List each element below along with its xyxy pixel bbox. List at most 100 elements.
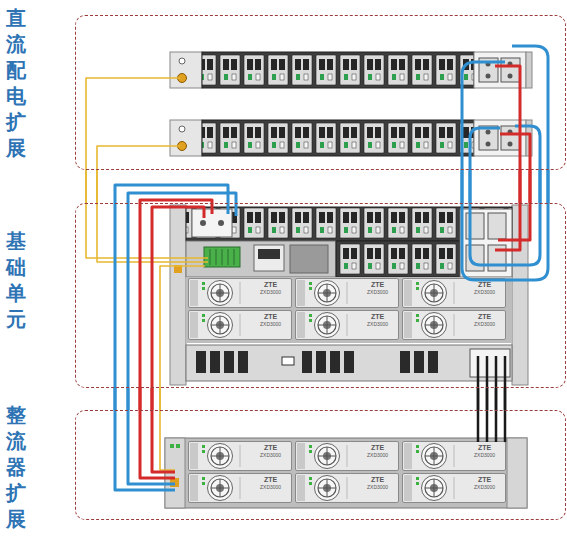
- power-cable: [139, 388, 142, 410]
- equipment-band: 直流配电扩展: [0, 15, 566, 170]
- power-cable: [159, 388, 161, 410]
- brand-label: ZTE: [478, 476, 491, 484]
- base-subrack: [302, 351, 312, 373]
- brand-label: ZTE: [478, 444, 491, 452]
- cables: [160, 266, 205, 470]
- model-label: ZXD3000: [260, 321, 281, 327]
- power-cable: [114, 388, 117, 410]
- rectifier-modules: [189, 474, 292, 503]
- brand-label: ZTE: [371, 444, 384, 452]
- rectifier-modules: [403, 279, 506, 308]
- brand-label: ZTE: [371, 281, 384, 289]
- base-subrack: [204, 247, 240, 267]
- power-cable: [85, 170, 87, 203]
- rectifier-subrack: [165, 438, 527, 508]
- cables: [462, 46, 548, 280]
- cables: [478, 356, 505, 442]
- base-subrack: [460, 209, 512, 277]
- brand-label: ZTE: [478, 281, 491, 289]
- dc-distribution-panel: [170, 52, 532, 88]
- rectifier-modules: [296, 442, 399, 471]
- power-cable: [539, 170, 542, 203]
- base-subrack: [344, 351, 354, 373]
- rectifier-modules: [189, 442, 292, 471]
- model-label: ZXD3000: [260, 484, 281, 490]
- equipment-band: 基础单元: [0, 203, 566, 388]
- power-cable: [486, 388, 489, 410]
- base-subrack: [186, 277, 512, 343]
- power-cable: [127, 388, 130, 410]
- base-subrack: [200, 220, 206, 226]
- band-heading: 直流配电扩展: [6, 5, 28, 161]
- base-subrack: [330, 351, 340, 373]
- power-cable: [469, 170, 472, 203]
- rectifier-modules: [189, 279, 506, 503]
- model-label: ZXD3000: [367, 452, 388, 458]
- base-subrack: [186, 241, 336, 277]
- power-cable: [529, 170, 532, 203]
- model-label: ZXD3000: [474, 289, 495, 295]
- base-subrack: [336, 241, 460, 277]
- power-cable: [495, 388, 498, 410]
- cables: [470, 126, 540, 265]
- base-subrack: [224, 351, 234, 373]
- cables: [495, 66, 520, 250]
- base-subrack: [238, 351, 248, 373]
- base-subrack: [254, 245, 284, 271]
- base-subrack: [316, 351, 326, 373]
- base-subrack: [488, 213, 506, 239]
- model-label: ZXD3000: [474, 452, 495, 458]
- brand-label: ZTE: [264, 444, 277, 452]
- model-label: ZXD3000: [260, 452, 281, 458]
- band-heading: 基础单元: [6, 228, 28, 332]
- rectifier-modules: [403, 311, 506, 340]
- brand-label: ZTE: [371, 476, 384, 484]
- base-subrack: [258, 249, 280, 259]
- cables: [86, 78, 208, 258]
- brand-label: ZTE: [478, 313, 491, 321]
- power-cable: [96, 170, 98, 203]
- model-label: ZXD3000: [260, 289, 281, 295]
- cables: [128, 193, 236, 484]
- base-subrack: [400, 351, 410, 373]
- cables: [498, 134, 530, 240]
- power-cable: [151, 388, 154, 410]
- base-subrack: [282, 357, 294, 365]
- base-subrack: [414, 351, 424, 373]
- model-label: ZXD3000: [367, 289, 388, 295]
- equipment-band: 整流器扩展: [0, 410, 566, 520]
- rectifier-modules: [403, 474, 506, 503]
- cables: [140, 200, 212, 478]
- power-cable: [477, 388, 480, 410]
- band-heading: 整流器扩展: [6, 402, 28, 532]
- rectifier-modules: [296, 474, 399, 503]
- brand-label: ZTE: [264, 281, 277, 289]
- rectifier-subrack: [507, 438, 527, 508]
- rectifier-modules: [189, 279, 292, 308]
- rectifier-modules: [296, 311, 399, 340]
- dc-distribution-panel: [170, 120, 532, 156]
- model-label: ZXD3000: [367, 321, 388, 327]
- power-cable: [519, 170, 522, 203]
- base-subrack: [170, 205, 528, 385]
- brand-label: ZTE: [371, 313, 384, 321]
- model-label: ZXD3000: [474, 321, 495, 327]
- base-subrack: [218, 220, 224, 226]
- model-label: ZXD3000: [474, 484, 495, 490]
- cables: [115, 185, 228, 490]
- rectifier-subrack: [176, 444, 180, 448]
- dashed-band-outline: [75, 410, 566, 520]
- rectifier-modules: [296, 279, 399, 308]
- cables: [152, 207, 204, 472]
- dashed-band-outline: [75, 15, 566, 170]
- model-label: ZXD3000: [367, 484, 388, 490]
- base-subrack: [170, 205, 186, 385]
- base-subrack: [196, 351, 206, 373]
- rectifier-subrack: [170, 444, 174, 448]
- dashed-band-outline: [75, 203, 566, 388]
- base-subrack: [290, 245, 328, 273]
